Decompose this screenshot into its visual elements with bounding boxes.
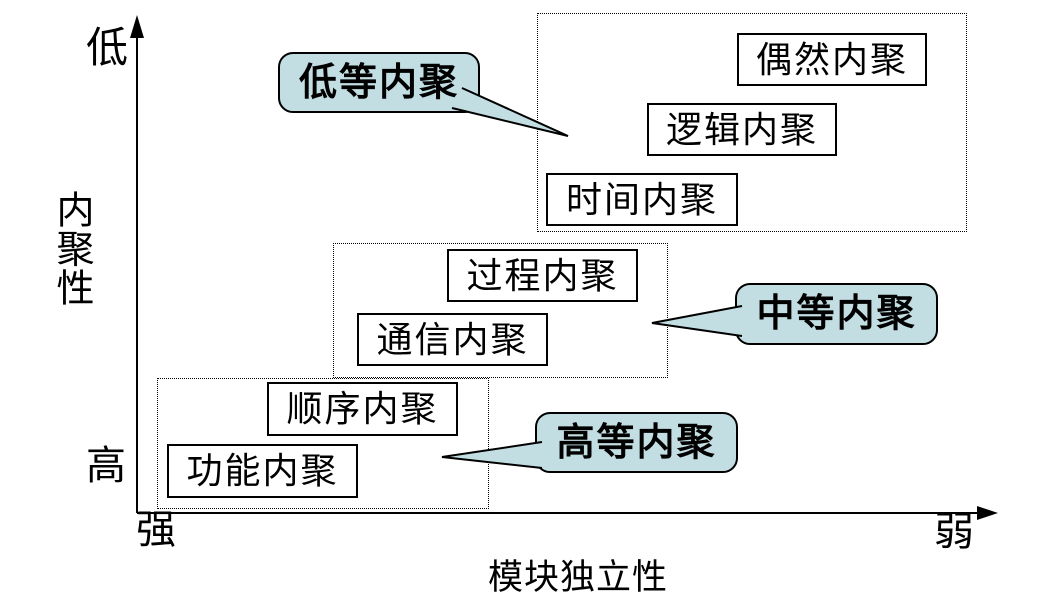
x-axis-arrow	[977, 506, 998, 520]
y-axis-arrow	[130, 15, 144, 38]
cohesion-box-logical: 逻辑内聚	[647, 103, 837, 156]
cohesion-box-procedural: 过程内聚	[447, 249, 638, 302]
cohesion-box-communicational: 通信内聚	[357, 313, 548, 366]
x-axis-left-label: 强	[136, 507, 176, 552]
cohesion-box-coincidental: 偶然内聚	[737, 33, 927, 86]
cohesion-box-temporal: 时间内聚	[546, 173, 738, 226]
x-axis-right-label: 弱	[934, 509, 974, 554]
y-axis-bottom-label: 高	[86, 443, 126, 488]
cohesion-box-sequential: 顺序内聚	[267, 382, 458, 436]
y-axis-top-label: 低	[86, 26, 129, 72]
callout-low-cohesion: 低等内聚	[278, 52, 480, 113]
cohesion-box-functional: 功能内聚	[167, 444, 358, 498]
callout-medium-cohesion: 中等内聚	[735, 283, 938, 345]
y-axis-label: 内聚性	[50, 190, 92, 307]
x-axis-label: 模块独立性	[488, 558, 669, 597]
callout-high-cohesion: 高等内聚	[535, 412, 738, 473]
